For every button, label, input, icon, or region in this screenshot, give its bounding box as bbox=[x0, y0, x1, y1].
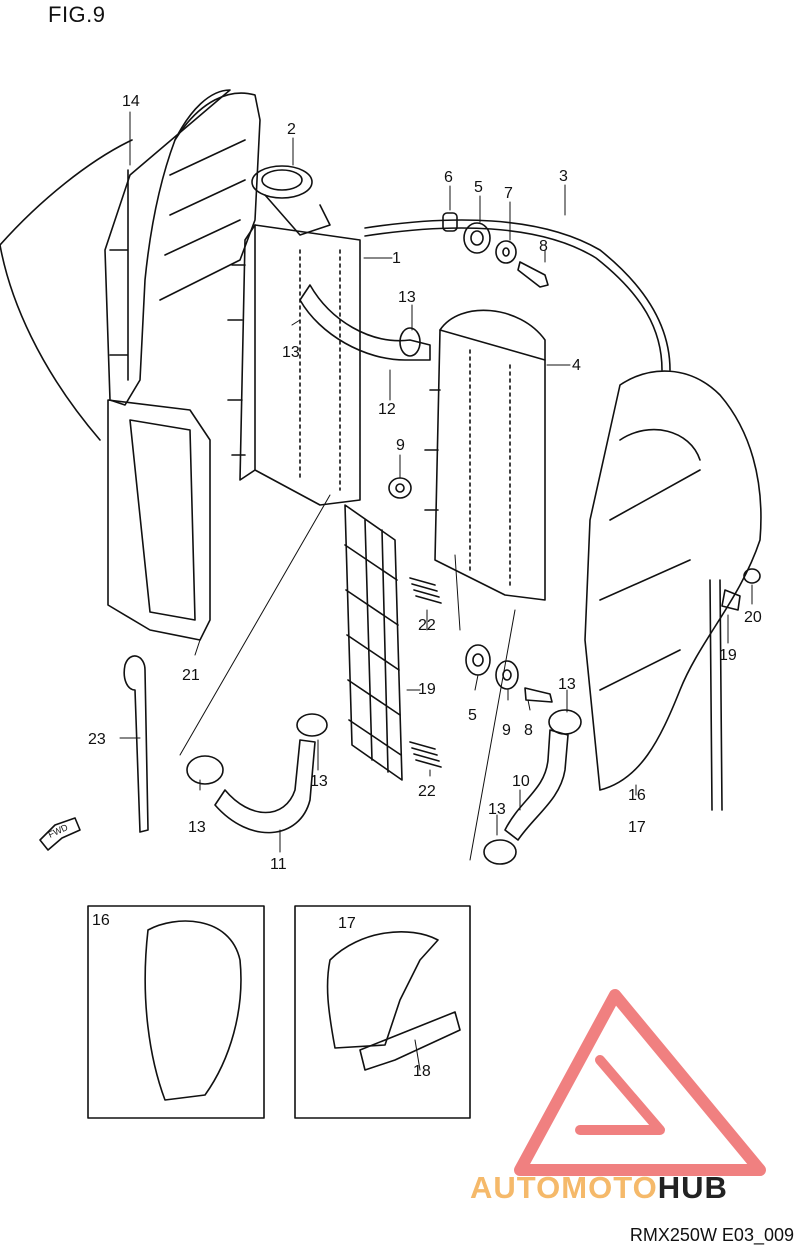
callout-4: 4 bbox=[572, 357, 581, 374]
callout-3: 3 bbox=[559, 168, 568, 185]
callout-13-a: 13 bbox=[398, 289, 416, 306]
callout-6: 6 bbox=[444, 169, 453, 186]
callout-9-lower: 9 bbox=[502, 722, 511, 739]
callout-10: 10 bbox=[512, 773, 530, 790]
watermark-text-part2: HUB bbox=[657, 1170, 728, 1205]
inset-label-16: 16 bbox=[92, 912, 110, 929]
watermark-logo-icon bbox=[514, 989, 766, 1176]
callout-5-lower: 5 bbox=[468, 707, 477, 724]
shroud-plate-21 bbox=[107, 399, 211, 641]
callout-7: 7 bbox=[504, 185, 513, 202]
hose-clamp-13-d bbox=[483, 839, 517, 865]
inset-label-17: 17 bbox=[338, 915, 356, 932]
fwd-arrow-icon bbox=[39, 817, 81, 851]
overflow-tube-3 bbox=[364, 219, 671, 371]
clip-strap-23 bbox=[123, 655, 149, 833]
bolt-8-top bbox=[517, 261, 549, 288]
figure-code: RMX250W E03_009 bbox=[629, 1225, 794, 1245]
decal-16 bbox=[144, 920, 242, 1101]
callout-22-upper: 22 bbox=[418, 617, 436, 634]
washer-20 bbox=[743, 568, 761, 584]
callout-12: 12 bbox=[378, 401, 396, 418]
collar-6 bbox=[442, 212, 458, 232]
spring-22-upper bbox=[409, 577, 442, 604]
washer-7 bbox=[495, 240, 517, 264]
callout-21: 21 bbox=[182, 667, 200, 684]
callout-20: 20 bbox=[744, 609, 762, 626]
radiator-right-4 bbox=[434, 329, 546, 601]
callout-8-lower: 8 bbox=[524, 722, 533, 739]
inset-box-17-18 bbox=[294, 905, 471, 1119]
bolt-8-lower bbox=[524, 687, 553, 703]
hose-clamp-13-e bbox=[399, 327, 421, 357]
hose-10 bbox=[504, 729, 569, 841]
figure-title: FIG.9 bbox=[48, 2, 106, 27]
spring-22-lower bbox=[409, 741, 442, 768]
callout-17: 17 bbox=[628, 819, 646, 836]
decal-18 bbox=[359, 1011, 461, 1071]
inset-label-18: 18 bbox=[413, 1063, 431, 1080]
radiator-guard-19 bbox=[344, 504, 403, 781]
callout-13-e: 13 bbox=[488, 801, 506, 818]
callout-19-mid: 19 bbox=[418, 681, 436, 698]
washer-9-upper bbox=[388, 477, 412, 499]
radiator-shroud-14 bbox=[104, 89, 231, 406]
callout-11: 11 bbox=[270, 856, 287, 873]
callout-5-top: 5 bbox=[474, 179, 483, 196]
callout-13-c: 13 bbox=[558, 676, 576, 693]
grommet-5-top bbox=[463, 222, 491, 254]
callout-16: 16 bbox=[628, 787, 646, 804]
callout-14: 14 bbox=[122, 93, 140, 110]
callout-9-upper: 9 bbox=[396, 437, 405, 454]
bolt-19-right bbox=[721, 589, 741, 611]
callout-19-right: 19 bbox=[719, 647, 737, 664]
callout-13-b: 13 bbox=[282, 344, 300, 361]
radiator-left-1 bbox=[254, 224, 361, 506]
grommet-5-lower bbox=[465, 644, 491, 676]
hose-clamp-13-a bbox=[186, 755, 224, 785]
callout-13-d: 13 bbox=[310, 773, 328, 790]
radiator-cap-2 bbox=[251, 165, 313, 199]
callout-1: 1 bbox=[392, 250, 401, 267]
callout-22-lower: 22 bbox=[418, 783, 436, 800]
inset-box-16 bbox=[87, 905, 265, 1119]
watermark-text-part1: AUTOMOTO bbox=[470, 1170, 658, 1205]
washer-9-lower bbox=[495, 660, 519, 690]
fwd-label: FWD bbox=[47, 822, 70, 840]
hose-12 bbox=[299, 284, 431, 361]
watermark-text: AUTOMOTOHUB bbox=[470, 1170, 728, 1206]
callout-13-f: 13 bbox=[188, 819, 206, 836]
callout-8-top: 8 bbox=[539, 238, 548, 255]
radiator-shroud-right-16 bbox=[584, 370, 762, 791]
hose-11 bbox=[214, 739, 316, 834]
decal-17 bbox=[326, 931, 439, 1049]
hose-clamp-13-b bbox=[296, 713, 328, 737]
hose-clamp-13-c bbox=[548, 709, 582, 735]
callout-2: 2 bbox=[287, 121, 296, 138]
callout-23: 23 bbox=[88, 731, 106, 748]
